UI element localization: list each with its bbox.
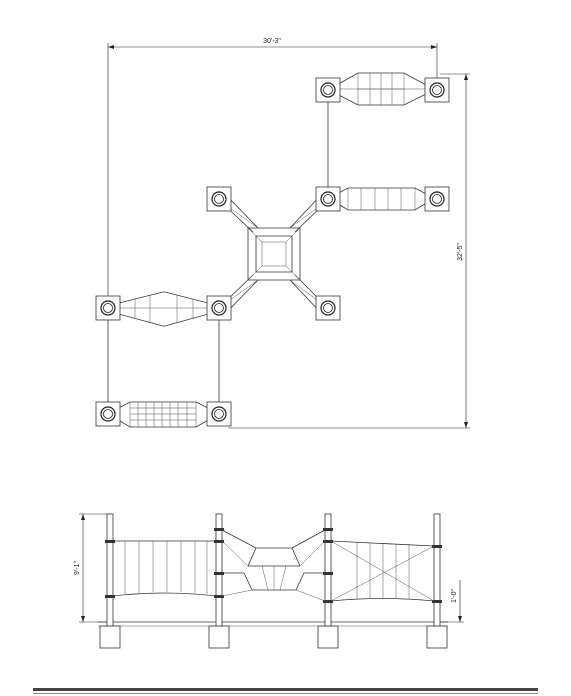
- elevation-post: [433, 513, 441, 627]
- plan-width-label: 30'-3": [263, 38, 281, 45]
- elevation-height-label: 9'-1": [74, 561, 81, 575]
- deck-height-dimension: 1'-0": [440, 580, 464, 623]
- elevation-view: 9'-1" 1'-0": [74, 513, 464, 649]
- plan-tapered-bridge-top: [334, 72, 429, 106]
- plan-post: [95, 295, 121, 321]
- elevation-post: [324, 513, 332, 627]
- elevation-net-panel-left: [112, 540, 217, 597]
- footer-rule: [33, 688, 538, 691]
- post-clamps: [105, 528, 442, 603]
- plan-post: [424, 186, 450, 212]
- elevation-net-center: [221, 529, 326, 602]
- plan-post: [315, 186, 341, 212]
- plan-net-bridge: [114, 401, 213, 428]
- elevation-height-dimension: 9'-1": [74, 513, 110, 623]
- plan-bridge-middle: [334, 187, 429, 211]
- plan-depth-dimension: 32'-5": [228, 73, 470, 429]
- plan-central-net: [218, 194, 329, 314]
- plan-hourglass-bridge: [114, 291, 213, 327]
- elevation-post: [106, 513, 114, 627]
- plan-post: [315, 295, 341, 321]
- plan-post: [206, 401, 232, 427]
- footing: [208, 625, 230, 649]
- elevation-net-panel-right: [330, 540, 435, 602]
- plan-width-dimension: 30'-3": [107, 38, 438, 300]
- footing: [99, 625, 121, 649]
- plan-view: 30'-3" 32'-5": [95, 38, 470, 429]
- deck-height-label: 1'-0": [451, 589, 458, 603]
- plan-post: [424, 77, 450, 103]
- footer-rule: [33, 693, 538, 694]
- plan-post: [206, 186, 232, 212]
- elevation-post: [215, 513, 223, 627]
- plan-post: [95, 401, 121, 427]
- footing: [317, 625, 339, 649]
- plan-post: [206, 295, 232, 321]
- plan-depth-label: 32'-5": [457, 243, 464, 261]
- plan-post: [315, 77, 341, 103]
- footing: [426, 625, 448, 649]
